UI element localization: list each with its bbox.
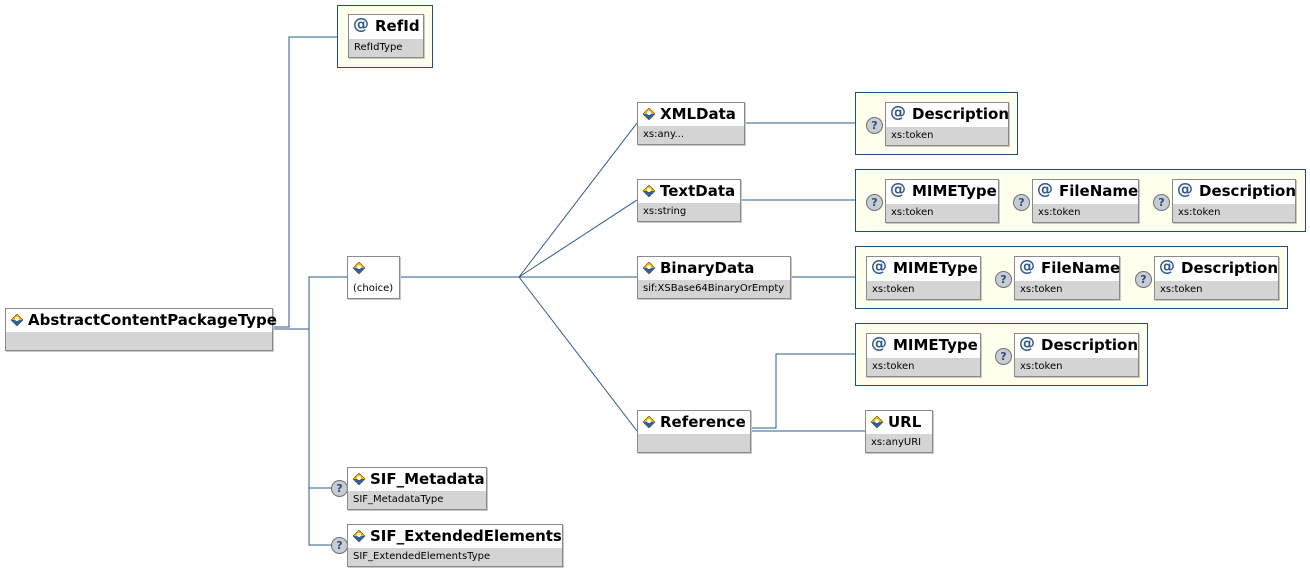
optional-icon: ? bbox=[866, 194, 883, 211]
root-element-type bbox=[6, 332, 272, 350]
attribute-icon: @ bbox=[1019, 332, 1035, 352]
sif-metadata-element[interactable]: SIF_Metadata SIF_MetadataType bbox=[347, 467, 487, 510]
optional-icon: ? bbox=[995, 271, 1012, 288]
sif-extended-type: SIF_ExtendedElementsType bbox=[348, 548, 562, 566]
sif-extended-name: SIF_ExtendedElements bbox=[370, 527, 562, 545]
binarydata-element[interactable]: BinaryData sif:XSBase64BinaryOrEmpty bbox=[637, 256, 791, 299]
url-element[interactable]: URL xs:anyURI bbox=[865, 410, 933, 453]
attr-name: MIMEType bbox=[893, 336, 978, 354]
element-icon bbox=[352, 530, 366, 542]
choice-compositor[interactable]: (choice) bbox=[347, 256, 400, 299]
reference-attr-description[interactable]: @ Description xs:token bbox=[1014, 333, 1139, 377]
binarydata-type: sif:XSBase64BinaryOrEmpty bbox=[638, 280, 790, 298]
element-icon bbox=[10, 314, 24, 326]
sif-extended-element[interactable]: SIF_ExtendedElements SIF_ExtendedElement… bbox=[347, 524, 563, 567]
attribute-icon: @ bbox=[871, 255, 887, 275]
attr-type: xs:token bbox=[1015, 281, 1119, 299]
element-icon bbox=[642, 185, 656, 197]
attribute-icon: @ bbox=[353, 13, 369, 33]
reference-type bbox=[638, 434, 750, 452]
root-element-name: AbstractContentPackageType bbox=[28, 311, 277, 329]
attr-type: xs:token bbox=[1015, 358, 1138, 376]
attribute-icon: @ bbox=[890, 178, 906, 198]
refid-attribute[interactable]: @ RefId RefIdType bbox=[348, 14, 424, 58]
binarydata-attr-mimetype[interactable]: @ MIMEType xs:token bbox=[866, 256, 981, 300]
sif-metadata-name: SIF_Metadata bbox=[370, 470, 485, 488]
attribute-icon: @ bbox=[1019, 255, 1035, 275]
url-type: xs:anyURI bbox=[866, 434, 932, 452]
textdata-attr-mimetype[interactable]: @ MIMEType xs:token bbox=[885, 179, 999, 223]
textdata-attr-description[interactable]: @ Description xs:token bbox=[1172, 179, 1296, 223]
textdata-element[interactable]: TextData xs:string bbox=[637, 179, 741, 222]
element-icon bbox=[352, 262, 366, 274]
optional-icon: ? bbox=[1135, 271, 1152, 288]
xmldata-type: xs:any... bbox=[638, 126, 744, 144]
element-icon bbox=[642, 108, 656, 120]
binarydata-name: BinaryData bbox=[660, 259, 755, 277]
attr-name: MIMEType bbox=[893, 259, 978, 277]
binarydata-attr-filename[interactable]: @ FileName xs:token bbox=[1014, 256, 1120, 300]
attribute-icon: @ bbox=[1037, 178, 1053, 198]
connector-root-choice bbox=[272, 276, 347, 330]
xmldata-attr-description[interactable]: @ Description xs:token bbox=[885, 102, 1009, 146]
connector-choice-xmldata bbox=[518, 122, 638, 278]
xmldata-element[interactable]: XMLData xs:any... bbox=[637, 102, 745, 145]
reference-name: Reference bbox=[660, 413, 746, 431]
reference-attr-mimetype[interactable]: @ MIMEType xs:token bbox=[866, 333, 981, 377]
attr-name: FileName bbox=[1041, 259, 1121, 277]
binarydata-attr-description[interactable]: @ Description xs:token bbox=[1154, 256, 1279, 300]
optional-icon: ? bbox=[995, 348, 1012, 365]
attr-type: xs:token bbox=[886, 204, 998, 222]
attr-name: Description bbox=[1181, 259, 1279, 277]
binarydata-attribute-group: @MIMEType xs:token ? @FileName xs:token … bbox=[855, 246, 1288, 309]
optional-icon: ? bbox=[331, 537, 348, 554]
connector-choice-reference bbox=[518, 276, 638, 432]
attr-name: Description bbox=[912, 105, 1010, 123]
connector-root-refid bbox=[272, 36, 337, 328]
optional-icon: ? bbox=[1153, 194, 1170, 211]
attr-type: xs:token bbox=[1155, 281, 1278, 299]
textdata-type: xs:string bbox=[638, 203, 740, 221]
textdata-name: TextData bbox=[660, 182, 736, 200]
sif-metadata-type: SIF_MetadataType bbox=[348, 491, 486, 509]
element-icon bbox=[642, 262, 656, 274]
attr-name: Description bbox=[1041, 336, 1139, 354]
refid-attribute-group: @ RefId RefIdType bbox=[337, 5, 433, 68]
connector-root-sif-metadata bbox=[308, 329, 347, 489]
element-icon bbox=[870, 416, 884, 428]
attr-name: Description bbox=[1199, 182, 1297, 200]
attr-type: xs:token bbox=[1173, 204, 1295, 222]
reference-attribute-group: @ MIMEType xs:token ? @ Description xs:tok… bbox=[855, 323, 1148, 386]
choice-label: (choice) bbox=[348, 280, 399, 298]
connector-choice-textdata bbox=[518, 199, 638, 278]
attr-type: xs:token bbox=[1033, 204, 1138, 222]
element-icon bbox=[352, 473, 366, 485]
attribute-icon: @ bbox=[871, 332, 887, 352]
optional-icon: ? bbox=[866, 117, 883, 134]
refid-type: RefIdType bbox=[349, 39, 423, 57]
optional-icon: ? bbox=[1013, 194, 1030, 211]
refid-name: RefId bbox=[375, 17, 420, 35]
attr-type: xs:token bbox=[867, 358, 980, 376]
attr-type: xs:token bbox=[886, 127, 1008, 145]
root-element[interactable]: AbstractContentPackageType bbox=[5, 308, 277, 351]
optional-icon: ? bbox=[331, 480, 348, 497]
reference-element[interactable]: Reference bbox=[637, 410, 751, 453]
xmldata-name: XMLData bbox=[660, 105, 736, 123]
attr-name: FileName bbox=[1059, 182, 1139, 200]
connector-reference-attrs bbox=[750, 353, 855, 429]
attr-type: xs:token bbox=[867, 281, 980, 299]
textdata-attribute-group: ? @ MIMEType xs:token ? @ FileName xs:toke… bbox=[855, 169, 1306, 232]
url-name: URL bbox=[888, 413, 922, 431]
element-icon bbox=[642, 416, 656, 428]
attribute-icon: @ bbox=[1159, 255, 1175, 275]
attribute-icon: @ bbox=[1177, 178, 1193, 198]
attribute-icon: @ bbox=[890, 101, 906, 121]
attr-name: MIMEType bbox=[912, 182, 997, 200]
xmldata-attribute-group: ? @ Description xs:token bbox=[855, 92, 1018, 155]
textdata-attr-filename[interactable]: @ FileName xs:token bbox=[1032, 179, 1139, 223]
